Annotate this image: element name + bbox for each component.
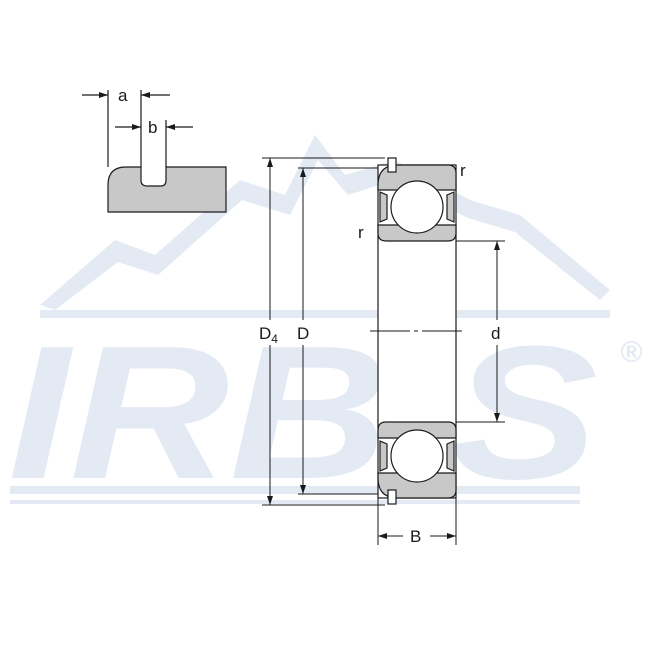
label-a: a (118, 86, 128, 105)
snap-groove-bottom (387, 489, 397, 505)
shield-bottom-left (379, 440, 388, 472)
outer-ring-bottom (377, 472, 457, 499)
shield-bottom-right (446, 440, 455, 472)
watermark-bar-top (40, 310, 610, 318)
label-d4-main: D (259, 324, 271, 343)
watermark-bar-bottom2 (10, 500, 580, 504)
watermark-bar-bottom (10, 486, 580, 494)
label-B: B (410, 527, 421, 546)
groove-detail (82, 90, 227, 213)
label-d: d (491, 324, 500, 343)
label-r-side: r (358, 223, 364, 242)
outer-ring-top (377, 164, 457, 191)
watermark-mountains (40, 135, 610, 310)
dimensions (262, 157, 505, 545)
shield-top-left (379, 191, 388, 223)
shield-top-right (446, 191, 455, 223)
ball-top (390, 180, 444, 234)
snap-groove-top (387, 157, 397, 173)
label-b: b (148, 118, 157, 137)
label-r-top: r (460, 161, 466, 180)
watermark: IRBIS ® (8, 135, 643, 519)
bearing-section (370, 157, 465, 505)
watermark-registered: ® (620, 336, 643, 369)
ball-bottom (390, 429, 444, 483)
groove-profile (107, 166, 227, 213)
label-d4: D4 (259, 324, 278, 346)
label-d4-sub: 4 (271, 332, 278, 346)
label-D: D (297, 324, 309, 343)
